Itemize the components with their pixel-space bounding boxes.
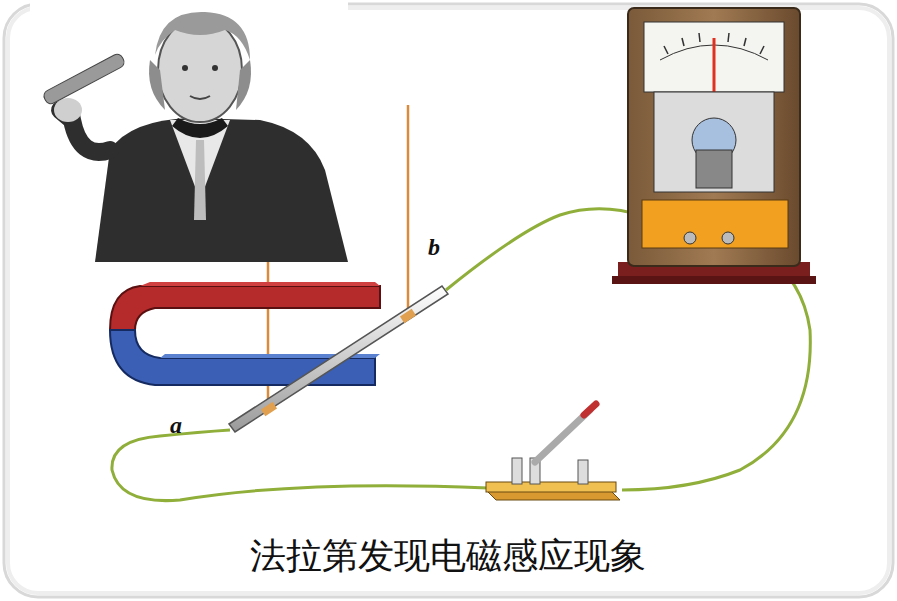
copper-rod xyxy=(229,286,448,432)
knife-switch xyxy=(486,404,620,500)
point-label: b xyxy=(428,234,440,261)
horseshoe-magnet xyxy=(110,282,380,385)
caption: 法拉第发现电磁感应现象 xyxy=(246,532,650,581)
faraday-portrait xyxy=(30,0,348,262)
point-label: a xyxy=(170,412,182,439)
galvanometer xyxy=(612,8,816,284)
suspension-thread xyxy=(407,105,410,320)
